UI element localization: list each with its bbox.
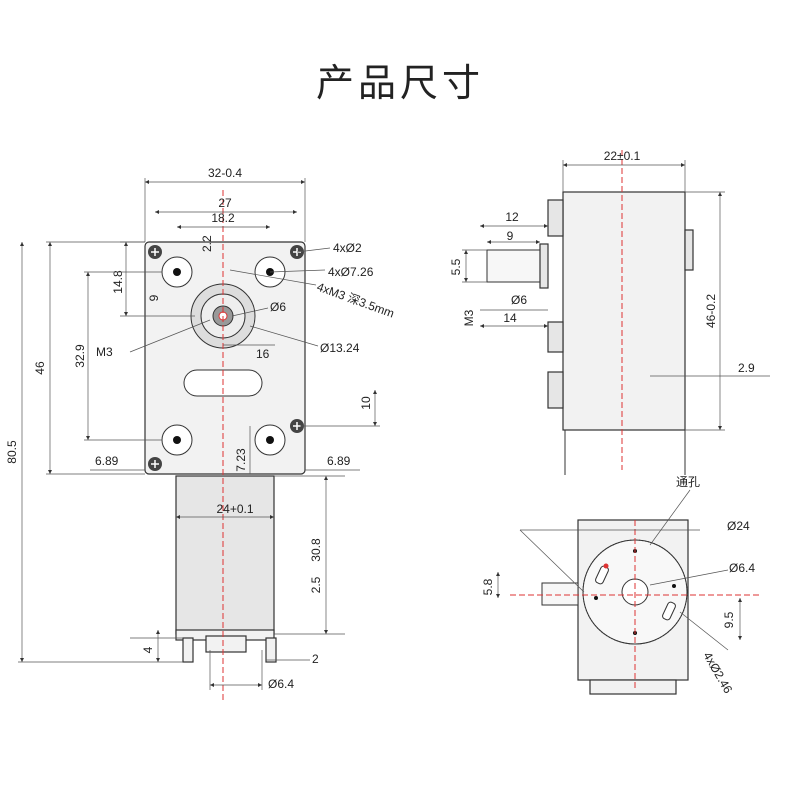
note-m3: M3 [96,345,113,359]
screw-icon-bl [148,457,162,471]
note-bottom-holes: 4xØ2.46 [700,650,735,697]
mount-hole-bl [161,424,193,456]
dim-4: 4 [141,646,155,653]
dim-side-46: 46-0.2 [704,294,718,328]
mount-hole-tl [161,256,193,288]
motor-body [175,475,275,635]
note-shaft: Ø6 [270,300,286,314]
dim-10: 10 [359,396,373,410]
dim-2: 2 [312,652,319,666]
note-holes-small: 4xØ2 [333,241,362,255]
dim-side-12: 12 [505,210,519,224]
dim-2-2: 2.2 [200,235,214,252]
note-side-m3: M3 [462,309,476,326]
side-gearbox [562,191,686,431]
dim-side-22: 22±0.1 [604,149,641,163]
screw-icon-tl [148,245,162,259]
gearbox-plate [144,241,306,475]
note-bottom-d6-4: Ø6.4 [729,561,755,575]
note-tap: 4xM3 深3.5mm [315,280,396,321]
mount-hole-br [254,424,286,456]
dim-27: 27 [218,196,232,210]
note-boss: Ø13.24 [320,341,360,355]
note-side-shaft: Ø6 [511,293,527,307]
dim-16: 16 [256,347,270,361]
dim-46: 46 [33,361,47,375]
dim-2-5: 2.5 [309,576,323,593]
dim-6-89-left: 6.89 [95,454,119,468]
bottom-view: 通孔 Ø24 Ø6.4 5.8 9.5 4xØ2.46 [481,475,760,696]
dim-bottom-9-5: 9.5 [722,611,736,628]
dim-30-8: 30.8 [309,538,323,562]
dim-9: 9 [147,294,161,301]
dim-6-89-right: 6.89 [327,454,351,468]
terminal-right [265,637,277,663]
dim-bottom-5-8: 5.8 [481,578,495,595]
bottom-shaft [541,582,579,606]
dim-d6-4: Ø6.4 [268,677,294,691]
dim-side-9: 9 [507,229,514,243]
dim-side-5-5: 5.5 [449,258,463,275]
dim-front-width: 32-0.4 [208,166,242,180]
side-view: 22±0.1 12 9 5.5 M3 Ø6 14 46-0.2 2.9 [449,149,770,475]
note-through-hole: 通孔 [676,475,700,489]
note-bottom-d24: Ø24 [727,519,750,533]
dim-24: 24+0.1 [216,502,253,516]
dim-18-2: 18.2 [211,211,235,225]
note-holes-large: 4xØ7.26 [328,265,374,279]
dim-side-2-9: 2.9 [738,361,755,375]
dim-14-8: 14.8 [111,270,125,294]
screw-icon-br [290,419,304,433]
terminal-left [182,637,194,663]
side-shaft [486,249,549,283]
dim-7-23: 7.23 [234,448,248,472]
dim-32-9: 32.9 [73,344,87,368]
dim-side-14: 14 [503,311,517,325]
front-view: 32-0.4 27 18.2 2.2 4xØ2 4xØ7.26 4xM3 深3.… [5,166,396,700]
dim-80-5: 80.5 [5,440,19,464]
page-title: 产品尺寸 [315,61,484,105]
